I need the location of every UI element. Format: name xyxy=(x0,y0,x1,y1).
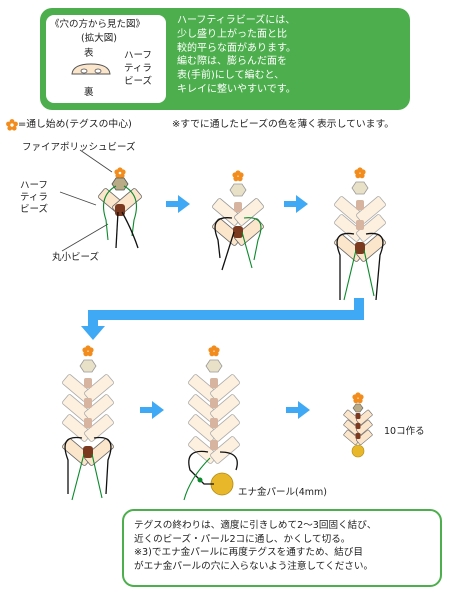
note-line-2: 近くのビーズ・パール2コに通し、かくして切る。 xyxy=(134,533,351,545)
back-label: 裏 xyxy=(84,87,94,98)
info-description: ハーフティラビーズには、 少し盛り上がった面と比 較的平らな面があります。 編む… xyxy=(177,15,296,95)
step-4 xyxy=(62,345,114,501)
half-tila-label-1: ハーフ xyxy=(124,50,152,61)
inset-view: 《穴の方から見た図》 (拡大図) 表 裏 ハーフ ティラ ビーズ xyxy=(46,15,166,103)
step-2 xyxy=(212,170,264,271)
inset-title: 《穴の方から見た図》 xyxy=(50,19,146,30)
step-6 xyxy=(343,392,373,458)
label-round-small: 丸小ビーズ xyxy=(52,252,100,263)
label-ena-pearl: エナ金パール(4mm) xyxy=(238,487,327,498)
note-line-3: ※3)でエナ金パールに再度テグスを通すため、結び目 xyxy=(134,547,363,558)
flower-icon xyxy=(6,119,18,131)
front-label: 表 xyxy=(84,48,94,59)
half-tila-cross-section xyxy=(71,63,111,75)
step-arrows xyxy=(81,195,364,419)
note-line-4: がエナ金パールの穴に入らないよう注意してください。 xyxy=(134,560,374,572)
label-half-tila-1: ハーフ xyxy=(20,180,48,191)
inset-subtitle: (拡大図) xyxy=(81,33,117,44)
label-fire-polish: ファイアポリッシュビーズ xyxy=(22,142,136,153)
legend-start: =通し始め(テグスの中心) xyxy=(18,119,132,130)
step-5 xyxy=(183,345,240,501)
step-3 xyxy=(334,167,386,301)
half-tila-label-2: ティラ xyxy=(124,63,152,74)
note-line-1: テグスの終わりは、適度に引きしめて2〜3回固く結び、 xyxy=(134,520,377,531)
half-tila-label-3: ビーズ xyxy=(124,76,153,87)
label-half-tila-3: ビーズ xyxy=(20,204,49,215)
info-box: 《穴の方から見た図》 (拡大図) 表 裏 ハーフ ティラ ビーズ ハーフティラビ… xyxy=(40,8,410,110)
label-half-tila-2: ティラ xyxy=(20,192,48,203)
finish-note: テグスの終わりは、適度に引きしめて2〜3回固く結び、 近くのビーズ・パール2コに… xyxy=(122,509,442,587)
step-1 xyxy=(98,167,142,249)
label-make-ten: 10コ作る xyxy=(384,426,425,437)
legend-note: ※すでに通したビーズの色を薄く表示しています。 xyxy=(172,119,395,130)
